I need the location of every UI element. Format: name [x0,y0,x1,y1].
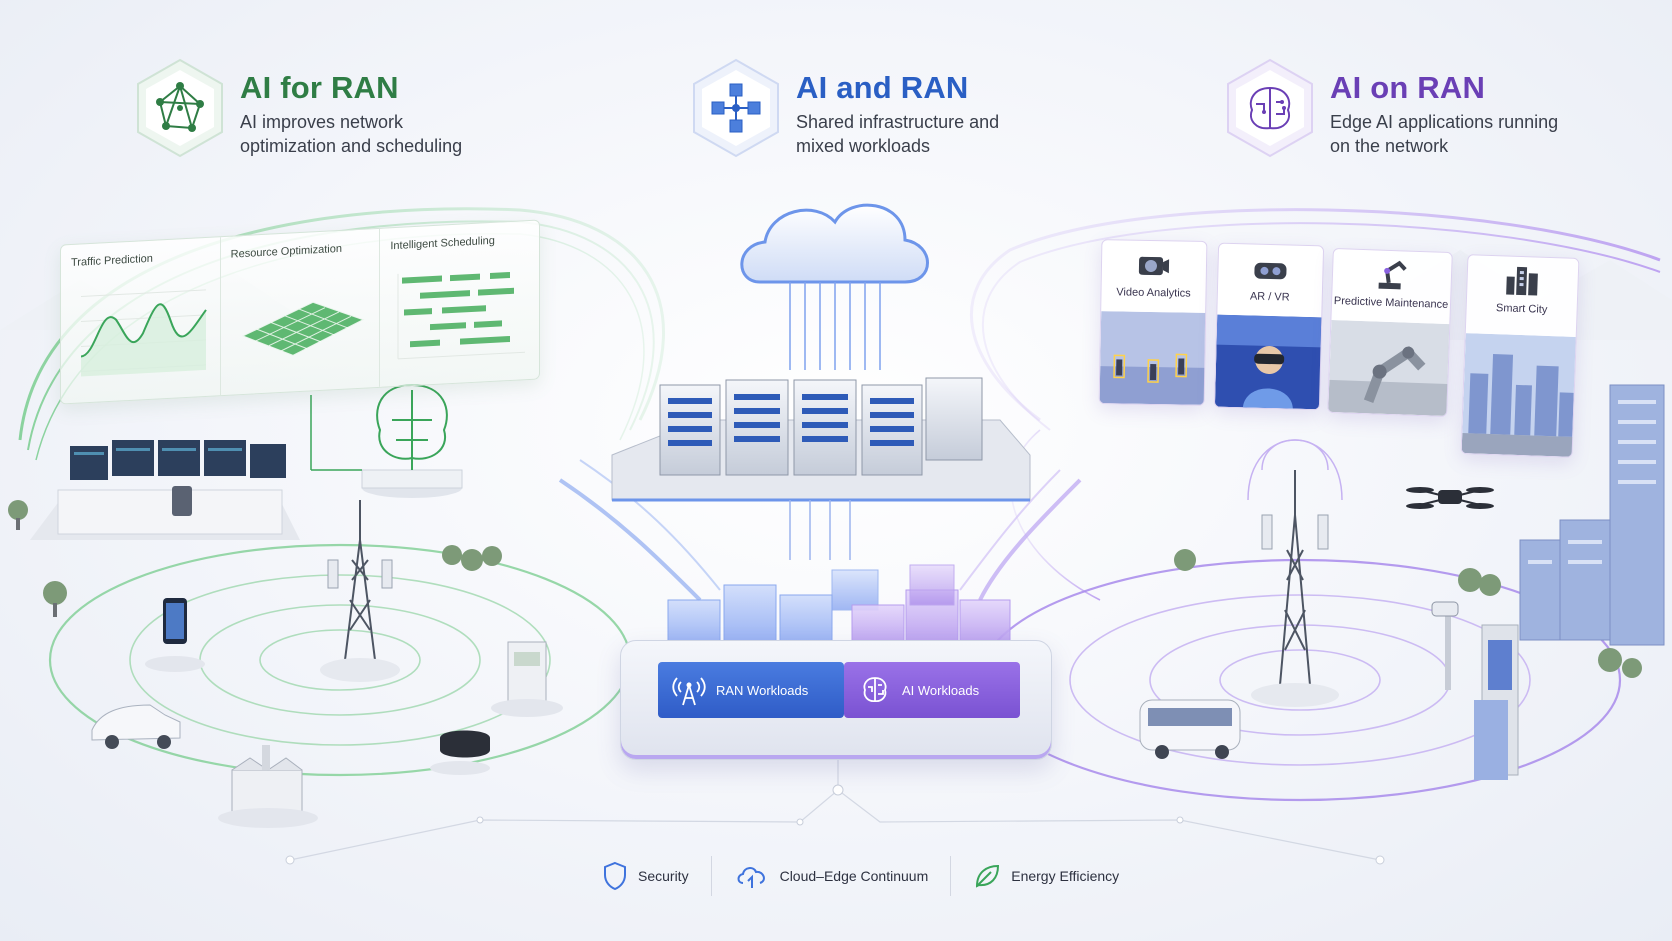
city-buildings-icon [1506,266,1538,296]
dashboard-panel-scheduling: Intelligent Scheduling [380,220,539,386]
pillar-ai-on-ran: AI on RAN Edge AI applications running o… [1224,58,1580,158]
feature-label: Cloud–Edge Continuum [779,868,929,884]
brain-chip-icon [1224,58,1316,158]
pillar-description: Shared infrastructure and mixed workload… [796,112,1000,156]
pillar-title: AI and RAN [796,70,969,105]
shield-icon [604,861,626,891]
brain-icon [863,677,887,702]
dashboard-panel-traffic: Traffic Prediction [61,237,221,404]
robot-arm-icon [1378,260,1407,290]
app-card-label: Video Analytics [1116,286,1191,300]
vr-headset-icon [1254,262,1287,280]
dashboard-panel-label: Intelligent Scheduling [390,234,495,253]
antenna-tower-icon [672,677,706,706]
app-card-image [1099,311,1208,405]
camera-icon [1138,256,1170,276]
app-card-label: AR / VR [1249,290,1290,304]
app-card-image [1461,333,1578,457]
feature-energy: Energy Efficiency [951,854,1141,898]
app-card-predictive-maintenance: Predictive Maintenance [1327,247,1453,418]
app-card-ar-vr: AR / VR [1213,242,1325,411]
workload-label: RAN Workloads [716,682,809,698]
analytics-dashboard: Traffic Prediction Resource Optimization [60,219,540,405]
pillar-title: AI for RAN [240,70,399,105]
footer-divider [950,856,952,896]
dashboard-panel-label: Resource Optimization [230,242,342,261]
app-card-smart-city: Smart City [1460,254,1580,458]
app-card-video-analytics: Video Analytics [1098,239,1208,406]
app-card-image [1214,314,1324,410]
feature-cloud-edge: Cloud–Edge Continuum [712,854,951,898]
line-chart-icon [80,289,207,377]
footer-divider [710,856,712,896]
dashboard-panel-resource: Resource Optimization [220,228,381,396]
pillar-title: AI on RAN [1330,70,1486,105]
network-graph-icon [134,58,226,158]
workload-label: AI Workloads [902,682,980,698]
dashboard-panel-label: Traffic Prediction [71,252,153,270]
pillar-description: Edge AI applications running on the netw… [1330,112,1559,156]
leaf-icon [976,864,1000,888]
ran-workloads-block: RAN Workloads [658,662,844,718]
gantt-chart-icon [397,271,526,360]
app-card-label: Smart City [1495,302,1548,316]
heatmap-grid-icon [241,301,364,356]
app-card-label: Predictive Maintenance [1333,295,1449,312]
connected-nodes-icon [690,58,782,158]
pillar-ai-for-ran: AI for RAN AI improves network optimizat… [134,58,490,158]
feature-security: Security [580,854,711,898]
app-card-image [1328,319,1452,417]
ai-workloads-block: AI Workloads [844,662,1020,718]
cloud-sync-icon [737,867,765,888]
feature-label: Security [638,868,689,884]
feature-label: Energy Efficiency [1011,868,1120,884]
pillar-ai-and-ran: AI and RAN Shared infrastructure and mix… [690,58,1046,158]
feature-footer: Security Cloud–Edge Continuum Energy Eff… [580,854,1141,898]
pillar-description: AI improves network optimization and sch… [240,112,463,156]
